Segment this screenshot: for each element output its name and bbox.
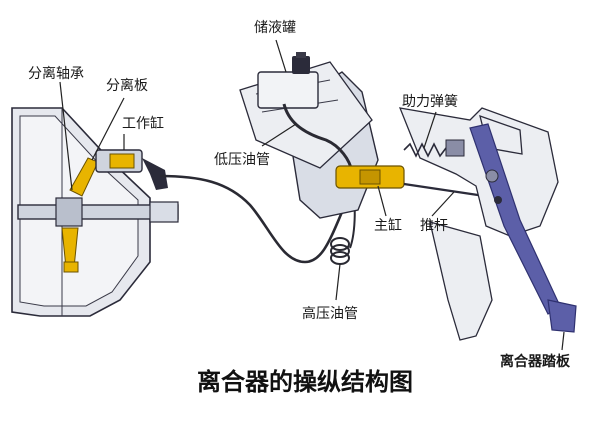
pedal-bracket <box>398 107 559 341</box>
label-separation-plate: 分离板 <box>106 78 148 94</box>
leader-lines <box>59 39 565 351</box>
label-master-cylinder: 主缸 <box>374 218 402 234</box>
clutch-pedal-part <box>469 123 577 333</box>
working-cylinder-part <box>95 149 168 190</box>
label-working-cylinder: 工作缸 <box>122 116 164 132</box>
reservoir-part <box>257 52 319 109</box>
diagram-title: 离合器的操纵结构图 <box>197 368 413 396</box>
booster-spring-part <box>403 139 465 158</box>
label-low-pressure-pipe: 低压油管 <box>214 152 270 168</box>
label-clutch-pedal: 离合器踏板 <box>500 354 570 370</box>
label-booster-spring: 助力弹簧 <box>402 94 458 110</box>
low-pressure-pipe-line <box>282 103 354 173</box>
hydraulic-line <box>159 174 344 264</box>
label-push-rod: 推杆 <box>420 218 448 234</box>
label-reservoir: 储液罐 <box>254 20 296 36</box>
label-high-pressure-pipe: 高压油管 <box>302 306 358 322</box>
label-separation-bearing: 分离轴承 <box>28 66 84 82</box>
input-shaft <box>17 197 179 227</box>
